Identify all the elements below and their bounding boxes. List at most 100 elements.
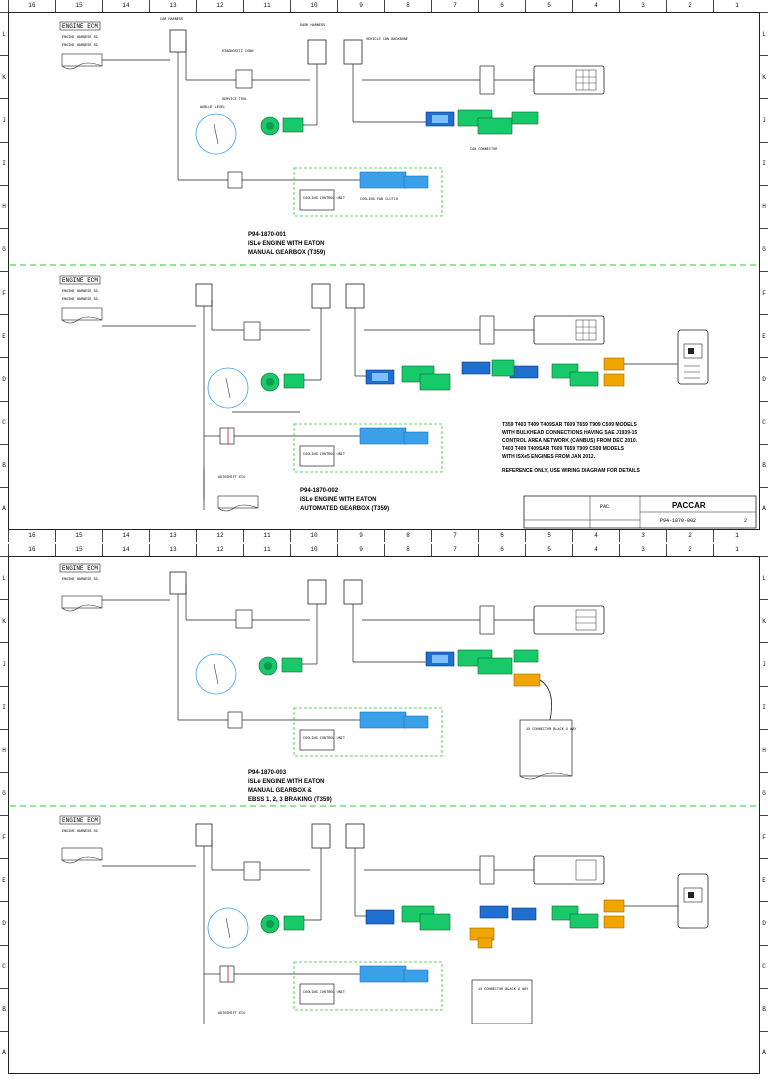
ruler-mark: 9	[337, 544, 384, 556]
cooling-label-a: COOLING CONTROL UNIT	[303, 197, 345, 201]
ruler-mark: E	[0, 314, 8, 357]
svg-text:DASH HARNESS: DASH HARNESS	[300, 24, 325, 28]
svg-text:ENGINE HARNESS SG: ENGINE HARNESS SG	[62, 44, 98, 48]
ruler-mark: G	[0, 771, 8, 815]
ruler-mark: K	[0, 55, 8, 98]
ruler-mark: A	[760, 1030, 768, 1074]
ruler-mark: I	[0, 141, 8, 185]
instrument-cluster-c	[533, 605, 605, 635]
ruler-mark: 12	[196, 530, 243, 542]
ruler-mark: 7	[431, 530, 478, 542]
diagram-line1-b: ISLe ENGINE WITH EATON	[300, 497, 376, 503]
light-blue-module-b	[359, 427, 407, 445]
ruler-mark: 4	[572, 544, 619, 556]
sheet-frame	[8, 12, 760, 530]
diagram-line2-b: AUTOMATED GEARBOX (T359)	[300, 506, 389, 512]
ruler-mark: J	[760, 642, 768, 685]
ruler-mark: J	[0, 642, 8, 685]
ruler-mark: 7	[431, 0, 478, 12]
light-blue-module-a	[359, 171, 407, 189]
diagram-code-a: P94-1870-001	[248, 232, 287, 238]
svg-text:ENGINE HARNESS SG: ENGINE HARNESS SG	[62, 830, 98, 834]
ruler-mark: 1	[713, 544, 760, 556]
engine-ecm-label-b: ENGINE ECM	[62, 277, 98, 284]
ruler-mark: B	[760, 987, 768, 1031]
ruler-mark: 12	[196, 0, 243, 12]
engine-ecm-label-c: ENGINE ECM	[62, 565, 98, 572]
diag-connector-a	[235, 69, 253, 89]
ruler-mark: B	[0, 987, 8, 1031]
ruler-mark: 16	[8, 530, 55, 542]
ruler-mark: H	[0, 728, 8, 772]
wiring-sheet-2: ENGINE ECM ENGINE HARNESS SG	[10, 563, 758, 1024]
bulkhead-connector-b3	[345, 283, 365, 309]
engine-ecm-label-a: ENGINE ECM	[62, 23, 98, 30]
instrument-cluster-a	[533, 65, 605, 95]
ruler-mark: A	[0, 486, 8, 530]
diagram-line3-c: EBSS 1, 2, 3 BRAKING (T359)	[248, 797, 332, 803]
ruler-mark: D	[760, 357, 768, 400]
ruler-mark: F	[0, 271, 8, 314]
conn-label-c: 1X CONNECTOR BLACK 9 WAY	[526, 728, 577, 732]
svg-text:CAN CONNECTOR: CAN CONNECTOR	[470, 148, 498, 152]
ruler-mark: 5	[525, 0, 572, 12]
bulkhead-connector-a1	[169, 29, 187, 53]
ruler-mark: K	[0, 599, 8, 642]
ruler-mark: G	[760, 771, 768, 815]
title-number: P94-1870-002	[660, 518, 696, 524]
ruler-mark: 14	[102, 0, 149, 12]
ruler-mark: 14	[102, 544, 149, 556]
ruler-mark: 2	[666, 544, 713, 556]
ruler-mark: J	[0, 98, 8, 141]
cooling-label-c: COOLING CONTROL UNIT	[303, 737, 345, 741]
ruler-mark: L	[760, 12, 768, 55]
ruler-mark: 8	[384, 530, 431, 542]
ruler-mark: 15	[55, 544, 102, 556]
ruler-mark: 16	[8, 544, 55, 556]
conn-label-d: 1X CONNECTOR BLACK 9 WAY	[478, 988, 529, 992]
note-line-2: WITH BULKHEAD CONNECTIONS HAVING SAE J19…	[502, 430, 637, 436]
ruler-mark: G	[0, 227, 8, 271]
ruler-mark: C	[0, 944, 8, 988]
ruler-mark: 13	[149, 544, 196, 556]
svg-text:DIAGNOSTIC CONN: DIAGNOSTIC CONN	[222, 50, 254, 54]
ruler-mark: 6	[478, 530, 525, 542]
ruler-mark: H	[0, 184, 8, 228]
cluster-connector-b	[479, 315, 495, 345]
ruler-mark: E	[0, 858, 8, 901]
orange-module-b2	[603, 373, 625, 387]
ruler-mark: L	[0, 556, 8, 599]
cooling-group-a	[293, 167, 443, 217]
ruler-mark: 11	[243, 0, 290, 12]
ruler-mark: 8	[384, 544, 431, 556]
note-line-3: CONTROL AREA NETWORK (CANBUS) FROM DEC 2…	[502, 438, 638, 444]
ruler-mark: 4	[572, 530, 619, 542]
cooling-group-b	[293, 423, 443, 473]
diagram-a: ENGINE ECM ENGINE HARNESS SG ENGINE HARN…	[59, 18, 605, 256]
title-brand: PACCAR	[672, 501, 706, 510]
diagram-d: ENGINE ECM ENGINE HARNESS SG	[59, 815, 709, 1024]
display-unit-d	[677, 873, 709, 929]
ruler-mark: F	[0, 815, 8, 858]
diagram-code-c: P94-1870-003	[248, 770, 287, 776]
diagram-b: ENGINE ECM ENGINE HARNESS SG ENGINE HARN…	[59, 275, 757, 529]
svg-text:ENGINE HARNESS SG: ENGINE HARNESS SG	[62, 578, 98, 582]
note-line-4: T403 T409 T409SAR T609 T659 T909 C509 MO…	[502, 446, 625, 452]
bulkhead-connector-b2	[311, 283, 331, 309]
ruler-mark: F	[760, 815, 768, 858]
ruler-mark: 10	[290, 544, 337, 556]
ruler-mark: K	[760, 55, 768, 98]
ruler-mark: 3	[619, 544, 666, 556]
cooling-label-b: COOLING CONTROL UNIT	[303, 453, 345, 457]
svg-text:SERVICE TOOL: SERVICE TOOL	[222, 98, 247, 102]
autoshift-label-b: AUTOSHIFT ECU	[218, 476, 245, 480]
ruler-mark: 14	[102, 530, 149, 542]
ruler-mark: 10	[290, 0, 337, 12]
diag-connector-b	[243, 321, 261, 341]
ruler-mark: J	[760, 98, 768, 141]
green-module-a3	[511, 111, 539, 125]
